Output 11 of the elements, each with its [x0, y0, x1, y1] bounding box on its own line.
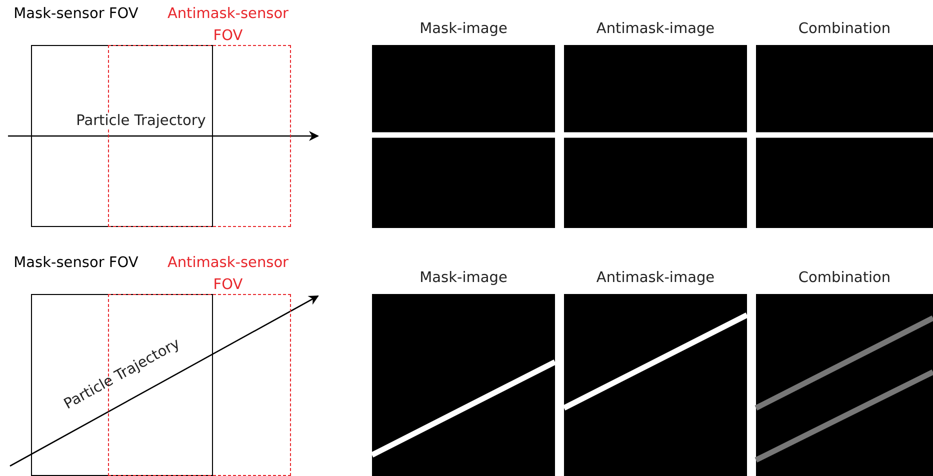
trajectory-label: Particle Trajectory [76, 113, 206, 129]
sensor-fov-heading: Antimask-sensor FOV [166, 5, 290, 46]
image-title: Combination [797, 269, 892, 288]
sensor-fov-heading: Mask-sensor FOV [12, 254, 140, 273]
image-title: Combination [797, 20, 892, 39]
image-title: Mask-image [418, 269, 508, 288]
sensor-fov-heading: Mask-sensor FOV [12, 5, 140, 24]
image-title: Antimask-image [595, 20, 716, 39]
image-title: Antimask-image [595, 269, 716, 288]
sensor-fov-heading: Antimask-sensor FOV [166, 254, 290, 295]
image-title: Mask-image [418, 20, 508, 39]
